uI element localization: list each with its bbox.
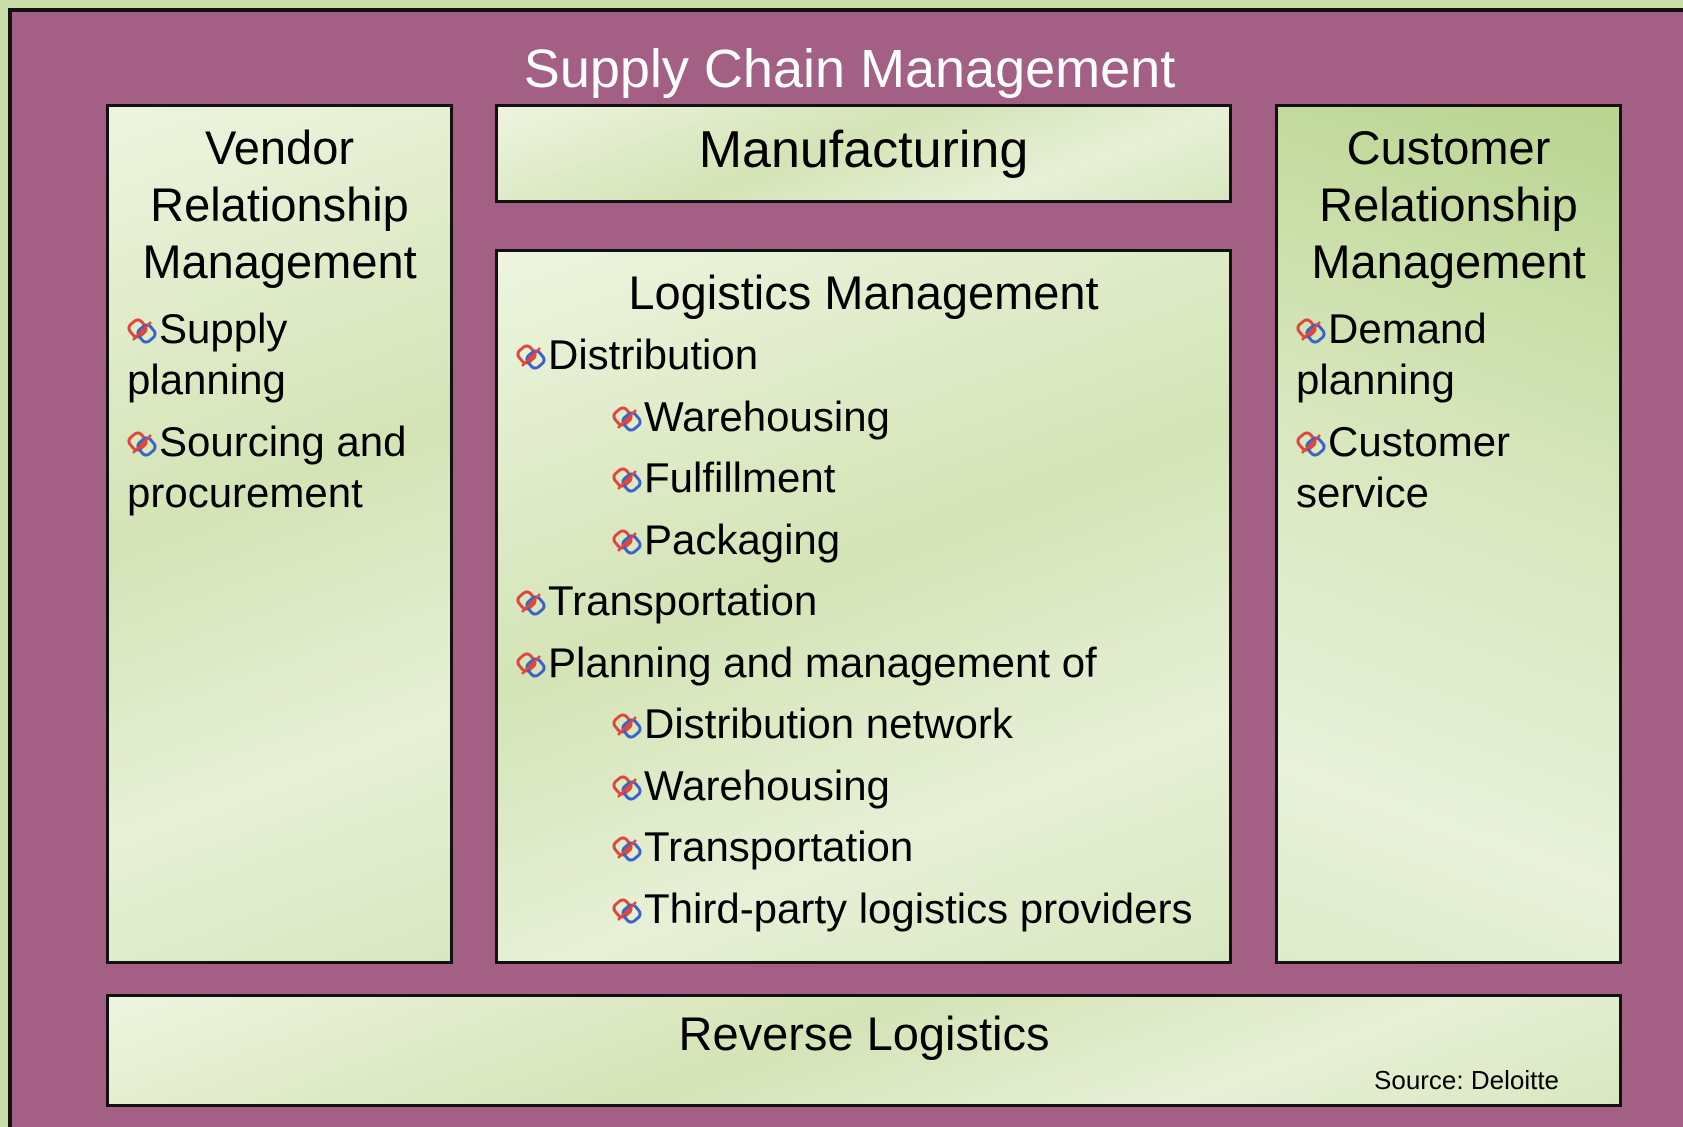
vendor-title-line: Relationship xyxy=(150,178,409,231)
chain-link-bullet-icon xyxy=(612,711,642,741)
vendor-item-text: Supply xyxy=(159,305,288,352)
logistics-item-text: Distribution xyxy=(548,331,759,378)
vendor-item: Supply planning xyxy=(127,303,447,405)
logistics-item-text: Distribution network xyxy=(644,700,1013,747)
source-credit: Source: Deloitte xyxy=(1374,1065,1559,1095)
customer-item: Customer service xyxy=(1296,416,1616,518)
customer-relationship-panel: Customer Relationship Management Demand … xyxy=(1275,104,1622,964)
vendor-item-text: Sourcing and xyxy=(159,418,407,465)
manufacturing-panel: Manufacturing xyxy=(495,104,1232,203)
vendor-title-line: Management xyxy=(142,235,417,288)
vendor-relationship-panel: Vendor Relationship Management Supply pl… xyxy=(106,104,453,964)
logistics-item: Distribution network xyxy=(516,693,1216,755)
vendor-item-text-continued: procurement xyxy=(127,469,363,516)
chain-link-bullet-icon xyxy=(516,649,546,680)
chain-link-bullet-icon xyxy=(127,429,157,459)
chain-link-bullet-icon xyxy=(1296,316,1326,346)
customer-title-line: Customer xyxy=(1346,121,1551,174)
chain-link-bullet-icon xyxy=(612,403,642,434)
supply-chain-frame: Supply Chain Management Vendor Relations… xyxy=(8,8,1683,1127)
logistics-item: Transportation xyxy=(516,816,1216,878)
vendor-title-line: Vendor xyxy=(205,121,354,174)
reverse-logistics-panel: Reverse Logistics Source: Deloitte xyxy=(106,994,1622,1107)
chain-link-bullet-icon xyxy=(612,834,642,864)
manufacturing-title: Manufacturing xyxy=(698,121,1029,179)
chain-link-bullet-icon xyxy=(516,342,546,372)
logistics-item: Warehousing xyxy=(516,386,1216,448)
chain-link-bullet-icon xyxy=(1296,429,1326,459)
logistics-item-text: Transportation xyxy=(548,577,818,624)
logistics-item: Transportation xyxy=(516,570,1216,632)
customer-item: Demand planning xyxy=(1296,303,1616,405)
vendor-item: Sourcing and procurement xyxy=(127,416,447,518)
chain-link-bullet-icon xyxy=(612,465,642,495)
chain-link-bullet-icon xyxy=(612,772,642,803)
chain-link-bullet-icon xyxy=(612,526,642,557)
chain-link-bullet-icon xyxy=(516,588,546,618)
customer-title-line: Management xyxy=(1311,235,1586,288)
chain-link-bullet-icon xyxy=(127,316,157,346)
customer-item-text-continued: planning xyxy=(1296,356,1455,403)
customer-title-line: Relationship xyxy=(1319,178,1578,231)
logistics-item: Third-party logistics providers xyxy=(516,878,1216,940)
logistics-item-text: Packaging xyxy=(644,515,841,563)
logistics-item-text: Transportation xyxy=(644,823,914,870)
logistics-item-text: Third-party logistics providers xyxy=(644,884,1193,932)
logistics-title: Logistics Management xyxy=(628,266,1099,319)
logistics-item: Fulfillment xyxy=(516,447,1216,509)
page-title: Supply Chain Management xyxy=(523,39,1176,99)
customer-item-text: Demand xyxy=(1328,305,1487,352)
logistics-item-text: Warehousing xyxy=(644,392,890,440)
vendor-item-text-continued: planning xyxy=(127,356,286,403)
logistics-item: Distribution xyxy=(516,324,1216,386)
chain-link-bullet-icon xyxy=(612,895,642,926)
customer-item-text: Customer xyxy=(1328,418,1511,465)
logistics-item-text: Warehousing xyxy=(644,761,890,809)
logistics-item: Packaging xyxy=(516,509,1216,571)
reverse-logistics-title: Reverse Logistics xyxy=(678,1007,1050,1060)
customer-item-text-continued: service xyxy=(1296,469,1430,516)
logistics-item-text: Fulfillment xyxy=(644,454,836,501)
logistics-item: Warehousing xyxy=(516,755,1216,817)
logistics-item-text: Planning and management of xyxy=(548,638,1097,686)
logistics-item: Planning and management of xyxy=(516,632,1216,694)
